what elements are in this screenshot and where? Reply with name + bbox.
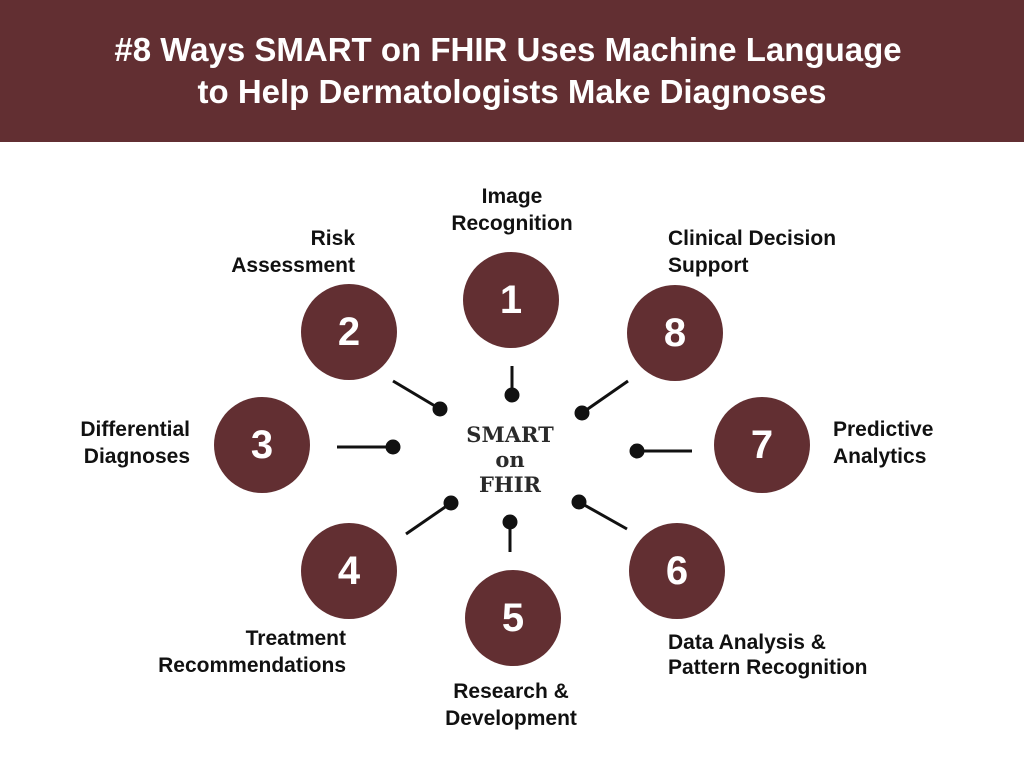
circle-4: 4 [301,523,397,619]
label-differential-diagnoses: Differential Diagnoses [0,416,190,470]
center-line-1: SMART [466,422,554,447]
connector-dot-8 [574,405,590,421]
connector-dot-2 [432,401,448,417]
title-line-2: to Help Dermatologists Make Diagnoses [197,73,827,110]
center-line-2: on [495,447,525,472]
label-2-line-1: Risk [310,227,355,250]
connector-2 [392,379,441,411]
label-3-line-2: Diagnoses [83,445,190,468]
center-hub-label: SMART on FHIR [452,422,568,497]
label-6-line-1: Data Analysis & [668,631,826,654]
circle-6: 6 [629,523,725,619]
label-risk-assessment: Risk Assessment [155,225,355,279]
connector-dot-4 [443,495,459,511]
circle-2: 2 [301,284,397,380]
connector-4 [405,501,452,536]
label-2-line-2: Assessment [231,254,355,277]
label-5-line-2: Development [445,707,577,730]
label-data-analysis: Data Analysis & Pattern Recognition [668,630,868,680]
label-5-line-1: Research & [453,680,569,703]
label-predictive-analytics: Predictive Analytics [833,416,933,470]
connector-dot-3 [385,439,401,455]
connector-dot-5 [502,514,518,530]
label-1-line-2: Recognition [451,212,573,235]
label-7-line-2: Analytics [833,445,927,468]
title-banner: #8 Ways SMART on FHIR Uses Machine Langu… [0,0,1024,142]
circle-5: 5 [465,570,561,666]
label-3-line-1: Differential [80,418,190,441]
center-line-3: FHIR [478,472,542,497]
circle-3: 3 [214,397,310,493]
connector-8 [581,379,629,415]
label-7-line-1: Predictive [833,418,934,441]
circle-1: 1 [463,252,559,348]
label-research-development: Research & Development [411,678,611,732]
label-clinical-decision-support: Clinical Decision Support [668,225,836,279]
connector-dot-7 [629,443,645,459]
connector-dot-1 [504,387,520,403]
connector-6 [578,500,628,531]
title-line-1: #8 Ways SMART on FHIR Uses Machine Langu… [114,31,902,68]
connector-dot-6 [571,494,587,510]
label-6-line-2: Pattern Recognition [668,656,868,679]
label-1-line-1: Image [481,185,543,208]
label-8-line-2: Support [668,254,749,277]
label-4-line-2: Recommendations [158,654,346,677]
label-4-line-1: Treatment [245,627,346,650]
label-treatment-recommendations: Treatment Recommendations [100,625,346,679]
label-image-recognition: Image Recognition [412,183,612,237]
circle-7: 7 [714,397,810,493]
label-8-line-1: Clinical Decision [668,227,837,250]
circle-8: 8 [627,285,723,381]
